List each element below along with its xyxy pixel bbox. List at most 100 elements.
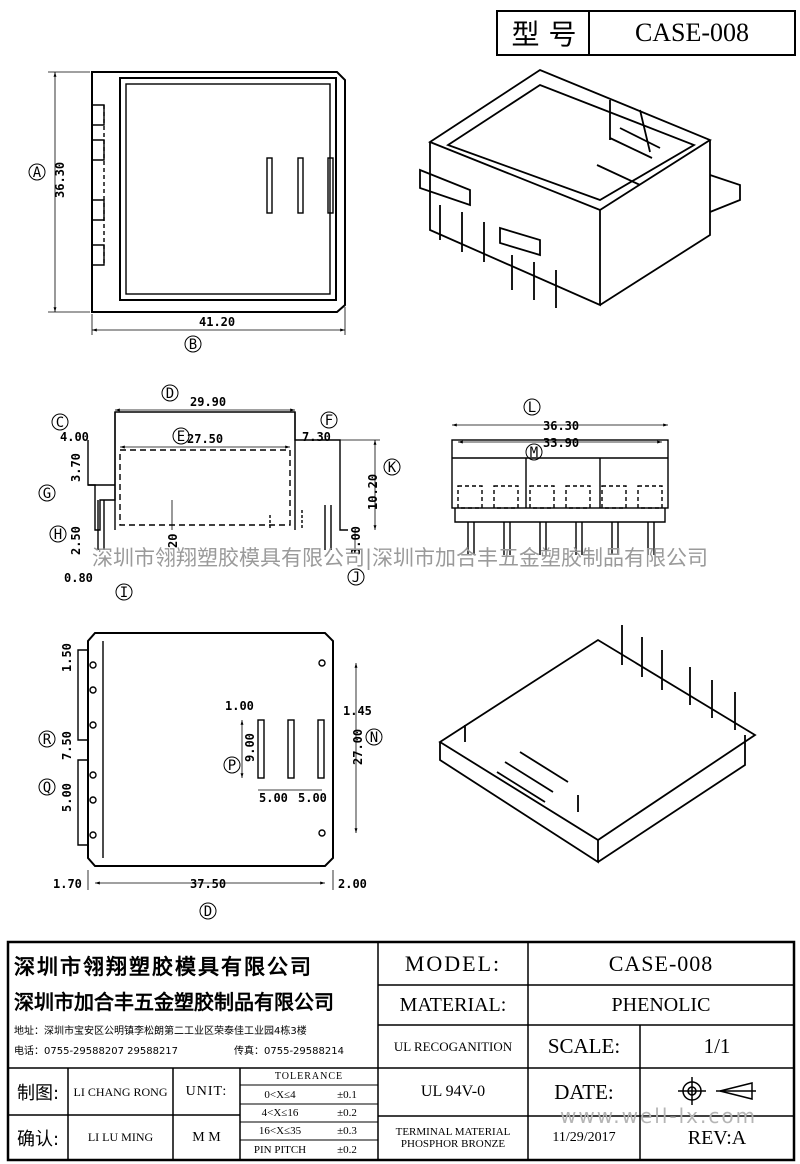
dim-5-00-a: 5.00 — [60, 783, 74, 812]
tolerance-range-1: 0<X≤4 — [264, 1088, 296, 1101]
model-value: CASE-008 — [608, 951, 714, 976]
svg-text:H: H — [54, 527, 62, 543]
circle-label-a: A — [28, 163, 46, 181]
watermark-text: 深圳市翎翔塑胶模具有限公司|深圳市加合丰五金塑胶制品有限公司 — [91, 546, 709, 570]
projection-symbol-icon — [678, 1077, 756, 1105]
technical-drawing: A B C D E F G H I J K L M N P Q R 36.30 … — [28, 68, 757, 920]
dim-1-00: 1.00 — [225, 699, 254, 713]
tolerance-value-1: ±0.1 — [337, 1088, 357, 1101]
scale-value: 1/1 — [703, 1034, 731, 1058]
unit-value: M M — [192, 1129, 221, 1145]
dim-36-30-b: 36.30 — [543, 419, 579, 433]
dim-2-00: 2.00 — [338, 877, 367, 891]
dim-0-80: 0.80 — [64, 571, 93, 585]
dim-33-90: 33.90 — [543, 436, 579, 450]
material-label: MATERIAL: — [399, 993, 507, 1016]
dim-7-30: 7.30 — [302, 430, 331, 444]
title-block: 深圳市翎翔塑胶模具有限公司 深圳市加合丰五金塑胶制品有限公司 地址：深圳市宝安区… — [0, 940, 800, 1164]
tolerance-value-2: ±0.2 — [337, 1107, 357, 1119]
dim-7-50: 7.50 — [60, 731, 74, 760]
svg-text:P: P — [228, 758, 236, 774]
dim-29-90: 29.90 — [190, 395, 226, 409]
circle-label-j: J — [347, 568, 365, 586]
dim-1-50: 1.50 — [60, 643, 74, 672]
circle-label-d: D — [161, 384, 179, 402]
company-phone: 电话：0755-29588207 29588217 — [14, 1045, 179, 1057]
dim-3-70: 3.70 — [69, 453, 83, 482]
website-watermark: www.well-lx.com — [560, 1104, 758, 1128]
svg-text:N: N — [370, 730, 378, 746]
tolerance-range-4: PIN PITCH — [253, 1144, 307, 1156]
type-label: 型 号 — [511, 18, 577, 51]
circle-label-p: P — [223, 756, 241, 774]
terminal-material: TERMINAL MATERIAL PHOSPHOR BRONZE — [380, 1117, 526, 1159]
svg-text:R: R — [43, 732, 52, 748]
company-name-2: 深圳市加合丰五金塑胶制品有限公司 — [14, 989, 334, 1014]
tolerance-title: TOLERANCE — [274, 1071, 344, 1082]
circle-label-h: H — [49, 525, 67, 543]
top-view — [48, 71, 346, 335]
drawn-label: 制图: — [16, 1083, 60, 1104]
ul-value: UL 94V-0 — [420, 1083, 486, 1100]
dim-37-50: 37.50 — [190, 877, 226, 891]
type-label-box: 型 号 — [496, 10, 592, 56]
dim-2-50: 2.50 — [69, 526, 83, 555]
ul-label: UL RECOGANITION — [393, 1038, 513, 1054]
model-header-box: CASE-008 — [588, 10, 796, 56]
svg-text:Q: Q — [43, 780, 51, 796]
dim-5-00-c: 5.00 — [298, 791, 327, 805]
circle-label-f: F — [320, 411, 338, 429]
svg-text:I: I — [120, 585, 128, 601]
check-name: LI LU MING — [87, 1130, 154, 1144]
svg-text:A: A — [33, 165, 42, 181]
svg-text:C: C — [56, 415, 64, 431]
circle-label-n: N — [365, 728, 383, 746]
side-view — [451, 423, 669, 555]
front-view — [87, 408, 380, 552]
circle-label-l: L — [523, 398, 541, 416]
dim-1-70: 1.70 — [53, 877, 82, 891]
dim-5-00-b: 5.00 — [259, 791, 288, 805]
dim-4-00: 4.00 — [60, 430, 89, 444]
circle-label-i: I — [115, 583, 133, 601]
iso-view-bottom — [438, 625, 757, 864]
svg-text:B: B — [189, 337, 197, 353]
svg-text:G: G — [43, 486, 51, 502]
svg-text:M: M — [530, 445, 538, 461]
iso-view-top — [419, 68, 741, 308]
dim-9-00: 9.00 — [243, 733, 257, 762]
svg-text:K: K — [388, 460, 397, 476]
terminal-line-2: PHOSPHOR BRONZE — [400, 1138, 506, 1150]
circle-label-b: B — [184, 335, 202, 353]
terminal-line-1: TERMINAL MATERIAL — [395, 1126, 511, 1138]
dim-1-45: 1.45 — [343, 704, 372, 718]
svg-text:E: E — [177, 429, 185, 445]
svg-text:L: L — [528, 400, 536, 416]
drawn-name: LI CHANG RONG — [73, 1084, 168, 1099]
dim-10-20: 10.20 — [366, 474, 380, 510]
circle-label-bottom-b: D — [199, 902, 217, 920]
bottom-view — [77, 632, 358, 890]
rev-label: REV:A — [687, 1126, 747, 1149]
model-header: CASE-008 — [634, 18, 750, 47]
circle-label-q: Q — [38, 778, 56, 796]
material-value: PHENOLIC — [611, 993, 711, 1016]
dim-41-20: 41.20 — [199, 315, 235, 329]
svg-text:D: D — [166, 386, 174, 402]
scale-label: SCALE: — [547, 1034, 621, 1058]
date-value: 11/29/2017 — [552, 1130, 616, 1145]
svg-text:D: D — [204, 904, 212, 920]
tolerance-range-3: 16<X≤35 — [258, 1125, 302, 1137]
dim-27-50: 27.50 — [187, 432, 223, 446]
company-fax: 传真：0755-29588214 — [234, 1045, 344, 1057]
title-block-grid — [6, 940, 796, 1162]
circle-label-g: G — [38, 484, 56, 502]
check-label: 确认: — [16, 1128, 60, 1150]
svg-text:J: J — [352, 570, 360, 586]
dim-36-30-a: 36.30 — [53, 162, 67, 198]
circle-label-c: C — [51, 413, 69, 431]
tolerance-value-3: ±0.3 — [337, 1125, 357, 1137]
circle-label-e: E — [172, 427, 190, 445]
date-label: DATE: — [554, 1079, 614, 1104]
dim-27-00: 27.00 — [351, 729, 365, 765]
